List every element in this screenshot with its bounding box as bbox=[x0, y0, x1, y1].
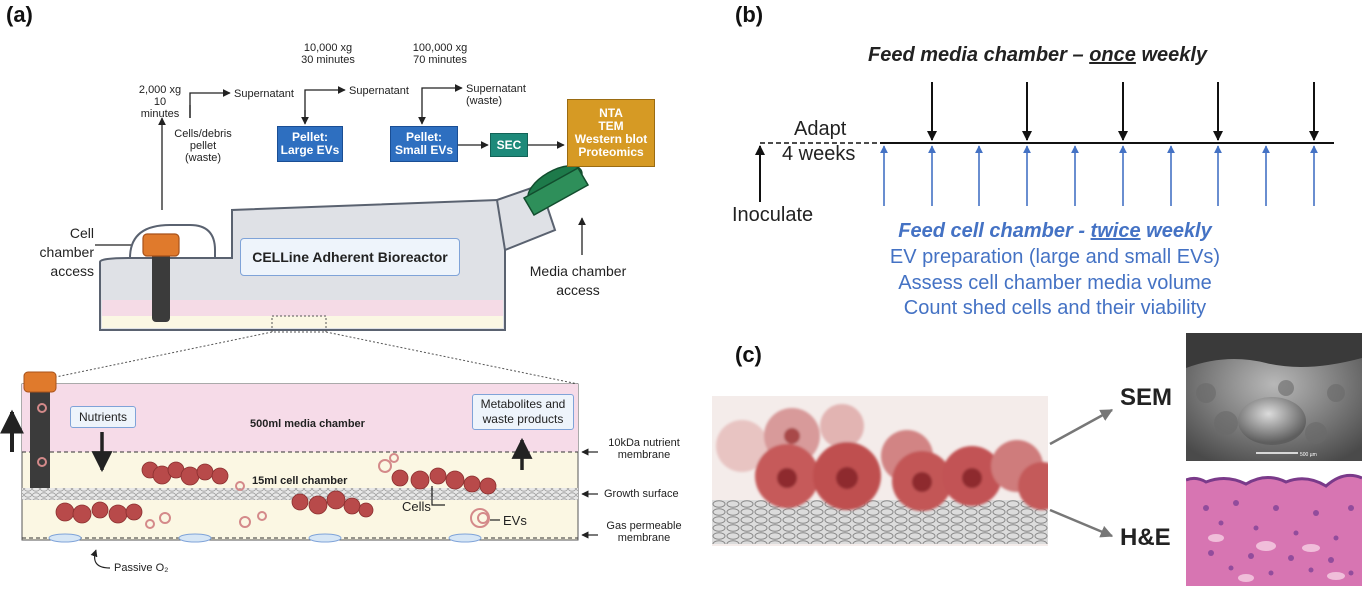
zoom-box bbox=[271, 315, 327, 333]
panel-a-label: (a) bbox=[6, 2, 33, 27]
centrifuge-step1-label: 2,000 xg 10 minutes bbox=[138, 84, 182, 120]
cells-label: Cells bbox=[402, 499, 431, 514]
sem-image: 500 µm bbox=[1186, 333, 1362, 461]
media-chamber-access-label: Media chamber access bbox=[529, 263, 627, 298]
growth-surface-label: Growth surface bbox=[604, 488, 679, 500]
cell-chamber-access-label: Cell chamber access bbox=[39, 225, 94, 279]
weeks-label: 4 weeks bbox=[782, 143, 856, 165]
flow-arrows bbox=[95, 84, 586, 255]
cells-debris-label: Cells/debris pellet (waste) bbox=[174, 128, 232, 164]
sem-label: SEM bbox=[1120, 384, 1173, 411]
feed-media-title-post: weekly bbox=[1135, 44, 1208, 66]
centrifuge-step3-label: 100,000 xg 70 minutes bbox=[412, 42, 468, 66]
bioreactor-title: CELLine Adherent Bioreactor bbox=[240, 238, 460, 276]
supernatant-1-label: Supernatant bbox=[234, 88, 294, 100]
adapt-label: Adapt bbox=[794, 118, 847, 140]
he-image bbox=[1186, 468, 1362, 586]
panel-c-label: (c) bbox=[735, 342, 762, 367]
passive-o2-label: Passive O₂ bbox=[114, 562, 169, 574]
assess-volume-line: Assess cell chamber media volume bbox=[898, 272, 1212, 294]
ev-preparation-line: EV preparation (large and small EVs) bbox=[889, 246, 1221, 268]
media-cap bbox=[522, 164, 590, 217]
sec-box: SEC bbox=[490, 133, 528, 157]
cell-chamber-label: 15ml cell chamber bbox=[252, 475, 348, 487]
analysis-box: NTA TEM Western blot Proteomics bbox=[567, 99, 655, 167]
media-chamber-label: 500ml media chamber bbox=[250, 418, 365, 430]
feed-cell-post: weekly bbox=[1140, 220, 1212, 242]
count-cells-line: Count shed cells and their viability bbox=[903, 297, 1207, 319]
evs-label: EVs bbox=[503, 513, 527, 528]
ev-circles bbox=[37, 403, 490, 529]
feed-cell-title: Feed cell chamber - twice weekly bbox=[860, 220, 1250, 243]
gas-membrane-label: Gas permeable membrane bbox=[606, 520, 682, 544]
supernatant-waste-label: Supernatant (waste) bbox=[466, 83, 526, 107]
pellet-large-evs-box: Pellet: Large EVs bbox=[277, 126, 343, 162]
nutrients-label: Nutrients bbox=[70, 406, 136, 428]
timeline bbox=[755, 82, 1334, 206]
feed-media-title: Feed media chamber – once weekly bbox=[868, 44, 1207, 67]
cell-chamber-tube bbox=[142, 233, 180, 322]
feed-media-title-em: once bbox=[1089, 44, 1136, 66]
panel-c-illustration bbox=[712, 396, 1048, 546]
centrifuge-step2-label: 10,000 xg 30 minutes bbox=[301, 42, 355, 66]
scale-bar-text: 500 µm bbox=[1300, 452, 1317, 458]
nutrient-membrane-label: 10kDa nutrient membrane bbox=[608, 437, 680, 461]
supernatant-2-label: Supernatant bbox=[349, 85, 409, 97]
feed-cell-pre: Feed cell chamber - bbox=[898, 220, 1091, 242]
cell-clusters bbox=[55, 461, 497, 524]
panel-b-label: (b) bbox=[735, 2, 764, 27]
panel-c-arrows bbox=[1049, 408, 1114, 538]
feed-media-title-pre: Feed media chamber – bbox=[868, 44, 1090, 66]
feed-cell-em: twice bbox=[1090, 220, 1141, 242]
metabolites-label: Metabolites and waste products bbox=[472, 394, 574, 430]
pellet-small-evs-box: Pellet: Small EVs bbox=[390, 126, 458, 162]
he-label: H&E bbox=[1120, 524, 1171, 551]
inoculate-label: Inoculate bbox=[732, 204, 814, 226]
